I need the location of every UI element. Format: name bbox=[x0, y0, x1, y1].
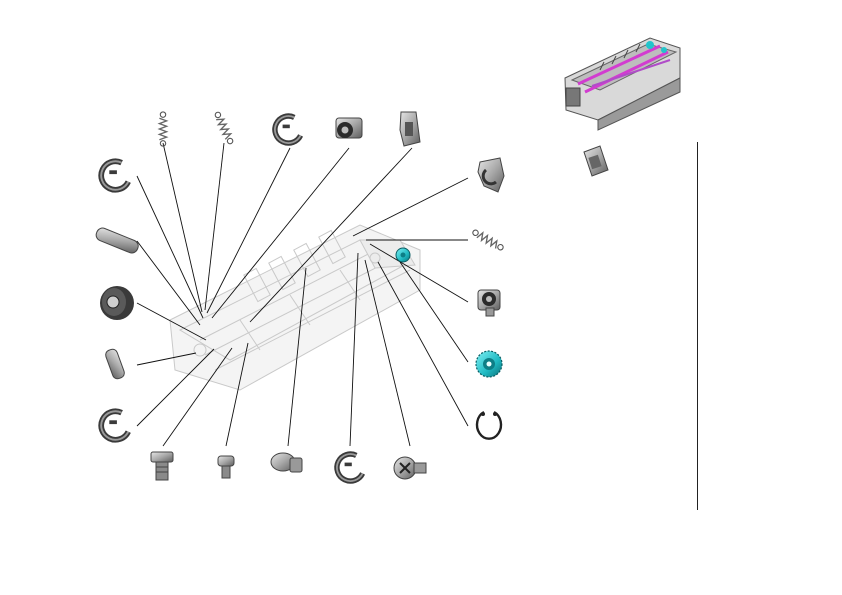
flange-screw-icon bbox=[150, 451, 174, 481]
bushing-icon bbox=[335, 117, 363, 139]
bushing-icon bbox=[477, 289, 501, 317]
leader-line bbox=[206, 147, 291, 314]
gear-icon bbox=[395, 247, 411, 263]
spring-icon bbox=[212, 110, 236, 146]
leader-line bbox=[136, 352, 197, 366]
pin-icon bbox=[95, 227, 139, 254]
e-ring-icon bbox=[275, 116, 301, 143]
shoulder-screw-icon bbox=[270, 452, 303, 473]
e-ring-icon bbox=[337, 454, 363, 481]
phillips-screw-icon bbox=[393, 456, 427, 480]
snap-ring-icon bbox=[475, 410, 503, 440]
leader-line bbox=[211, 147, 350, 319]
holder-clip-icon bbox=[583, 145, 609, 177]
bracket-icon bbox=[399, 111, 421, 147]
leader-line bbox=[369, 243, 469, 303]
short-screw-icon bbox=[217, 455, 235, 479]
e-ring-icon bbox=[101, 411, 128, 440]
spring-icon bbox=[158, 111, 168, 147]
leader-line bbox=[136, 175, 204, 319]
roller-icon bbox=[100, 286, 134, 320]
leader-line bbox=[136, 302, 207, 341]
leader-line bbox=[225, 342, 249, 447]
holder-clip-icon bbox=[477, 157, 505, 193]
leader-line bbox=[162, 142, 203, 313]
gear-icon bbox=[475, 350, 503, 378]
e-ring-icon bbox=[101, 161, 128, 190]
fuser-unit-icon bbox=[564, 37, 681, 131]
divider-line bbox=[697, 142, 698, 510]
leader-line bbox=[136, 348, 215, 427]
leader-line bbox=[364, 259, 411, 447]
leader-line bbox=[399, 261, 469, 363]
leader-line bbox=[349, 252, 359, 447]
leader-line bbox=[287, 267, 307, 447]
leader-line bbox=[249, 147, 413, 323]
pin-icon bbox=[105, 348, 125, 380]
leader-line bbox=[162, 347, 233, 447]
leader-line bbox=[377, 261, 469, 427]
spring-icon bbox=[470, 227, 506, 253]
leader-line bbox=[352, 177, 469, 237]
leader-line bbox=[136, 240, 201, 326]
leader-line bbox=[204, 142, 225, 311]
